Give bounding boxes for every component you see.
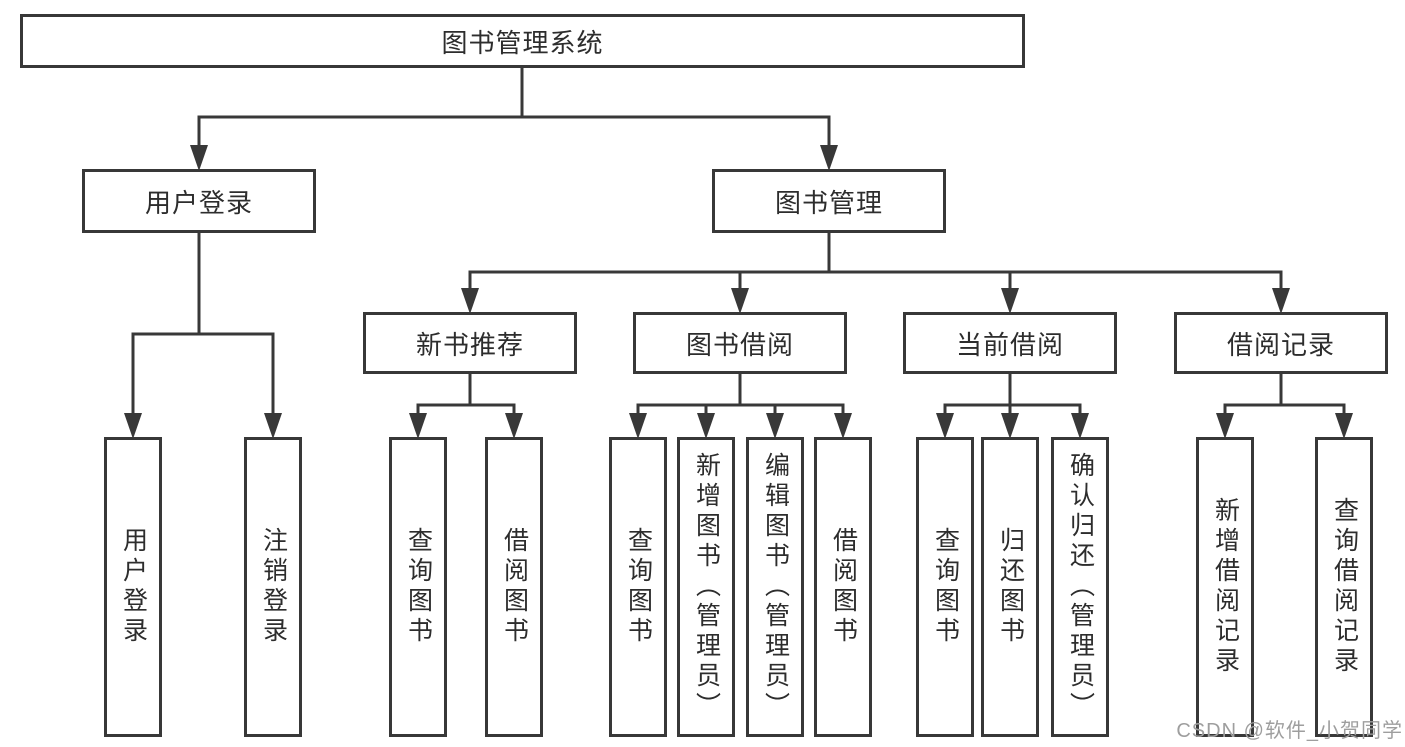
leaf-record-add: 新增借阅记录: [1196, 437, 1254, 737]
leaf-logout-label: 注销登录: [259, 527, 288, 647]
node-book-management: 图书管理: [712, 169, 946, 233]
leaf-user-login: 用户登录: [104, 437, 162, 737]
arrowhead: [731, 288, 749, 314]
arrowhead: [820, 145, 838, 171]
leaf-record-query-label: 查询借阅记录: [1330, 497, 1359, 677]
leaf-newbook-borrow-book-label: 借阅图书: [500, 527, 529, 647]
leaf-current-query-book: 查询图书: [916, 437, 974, 737]
leaf-user-login-label: 用户登录: [119, 527, 148, 647]
node-user-login-branch-label: 用户登录: [144, 187, 253, 218]
node-root: 图书管理系统: [20, 14, 1025, 68]
node-root-label: 图书管理系统: [441, 27, 604, 58]
arrowhead: [1071, 413, 1089, 439]
leaf-current-confirm-return-admin: 确认归还（管理员）: [1051, 437, 1109, 737]
arrowhead: [1216, 413, 1234, 439]
arrowhead: [1001, 288, 1019, 314]
leaf-newbook-query-book: 查询图书: [389, 437, 447, 737]
leaf-borrow-borrow-book-label: 借阅图书: [829, 527, 858, 647]
leaf-current-return-book-label: 归还图书: [996, 527, 1025, 647]
leaf-borrow-add-book-admin-label: 新增图书（管理员）: [692, 452, 721, 722]
arrowhead: [190, 145, 208, 171]
arrowhead: [1335, 413, 1353, 439]
node-user-login-branch: 用户登录: [82, 169, 316, 233]
leaf-newbook-query-book-label: 查询图书: [404, 527, 433, 647]
arrowhead: [834, 413, 852, 439]
node-new-book-recommendation-label: 新书推荐: [415, 329, 524, 360]
arrowhead: [936, 413, 954, 439]
arrowhead: [629, 413, 647, 439]
leaf-borrow-borrow-book: 借阅图书: [814, 437, 872, 737]
node-current-borrowing: 当前借阅: [903, 312, 1117, 374]
leaf-borrow-edit-book-admin: 编辑图书（管理员）: [746, 437, 804, 737]
node-current-borrowing-label: 当前借阅: [955, 329, 1064, 360]
leaf-record-add-label: 新增借阅记录: [1211, 497, 1240, 677]
leaf-newbook-borrow-book: 借阅图书: [485, 437, 543, 737]
node-book-management-label: 图书管理: [774, 187, 883, 218]
arrowhead: [1272, 288, 1290, 314]
arrowhead: [697, 413, 715, 439]
node-new-book-recommendation: 新书推荐: [363, 312, 577, 374]
arrowhead: [461, 288, 479, 314]
leaf-borrow-add-book-admin: 新增图书（管理员）: [677, 437, 735, 737]
arrowhead: [124, 413, 142, 439]
leaf-borrow-query-book-label: 查询图书: [624, 527, 653, 647]
leaf-record-query: 查询借阅记录: [1315, 437, 1373, 737]
arrowhead: [264, 413, 282, 439]
node-book-borrowing-label: 图书借阅: [685, 329, 794, 360]
leaf-borrow-query-book: 查询图书: [609, 437, 667, 737]
csdn-watermark: CSDN @软件_小贺同学: [1176, 720, 1403, 742]
arrowhead: [409, 413, 427, 439]
arrowhead: [766, 413, 784, 439]
arrowhead: [1001, 413, 1019, 439]
node-book-borrowing: 图书借阅: [633, 312, 847, 374]
leaf-borrow-edit-book-admin-label: 编辑图书（管理员）: [761, 452, 790, 722]
node-borrowing-records-label: 借阅记录: [1226, 329, 1335, 360]
node-borrowing-records: 借阅记录: [1174, 312, 1388, 374]
leaf-current-confirm-return-admin-label: 确认归还（管理员）: [1066, 452, 1095, 722]
leaf-current-return-book: 归还图书: [981, 437, 1039, 737]
leaf-logout: 注销登录: [244, 437, 302, 737]
arrowhead: [505, 413, 523, 439]
leaf-current-query-book-label: 查询图书: [931, 527, 960, 647]
